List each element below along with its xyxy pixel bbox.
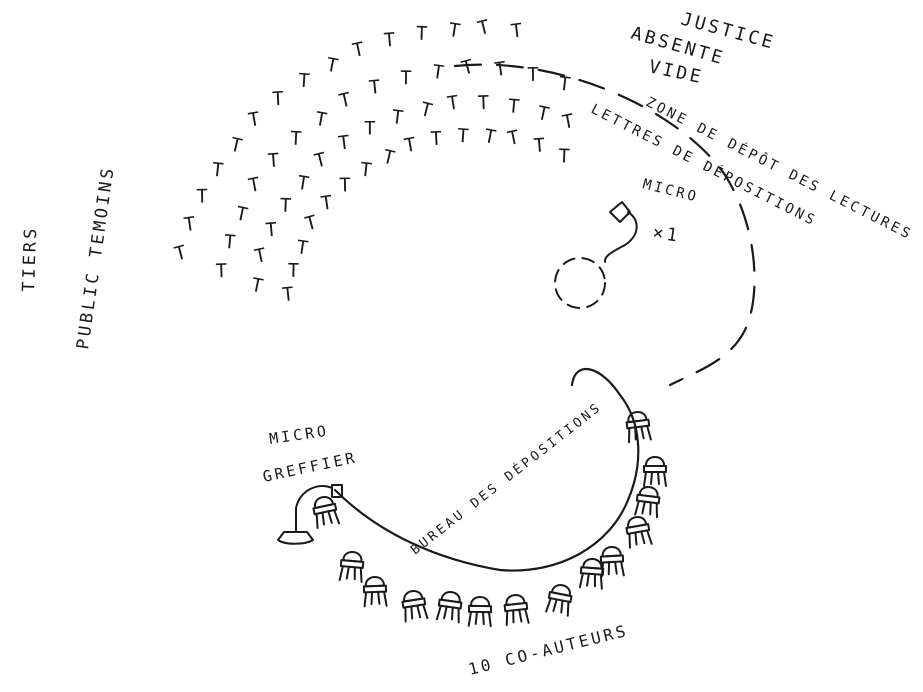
audience-seat-mark: T xyxy=(446,91,464,115)
audience-seat-mark: T xyxy=(359,159,376,182)
audience-seat-mark: T xyxy=(313,108,331,132)
chair-icon xyxy=(401,589,427,621)
audience-seat-mark: T xyxy=(215,260,230,282)
audience-seat-mark: T xyxy=(223,231,239,254)
audience-seat-mark: T xyxy=(430,128,446,151)
audience-seat-mark: T xyxy=(288,260,303,282)
audience-seat-mark: T xyxy=(272,88,288,111)
audience-seat-mark: T xyxy=(172,241,192,266)
audience-seat-mark: T xyxy=(364,118,378,140)
label-public-temoins: PUBLIC TEMOINS xyxy=(73,164,119,350)
chair-icon xyxy=(644,457,666,486)
chair-icon xyxy=(635,486,660,517)
audience-seat-mark: T xyxy=(558,73,575,96)
audience-seat-mark: T xyxy=(183,212,200,236)
audience-seat-mark: T xyxy=(247,107,265,131)
audience-seat-mark: T xyxy=(351,37,370,62)
audience-seat-mark: T xyxy=(416,23,431,45)
audience-seat-mark: T xyxy=(303,211,323,236)
audience-seat-mark: T xyxy=(281,283,298,306)
label-co-auteurs: 10 CO-AUTEURS xyxy=(466,621,630,679)
micro-dashed-circle xyxy=(555,258,605,308)
chair-icon xyxy=(340,551,364,582)
audience-seat-mark: T xyxy=(368,76,385,99)
audience-seat-mark: T xyxy=(320,191,337,215)
audience-seat-mark: T xyxy=(476,15,495,40)
audience-seat-mark: T xyxy=(507,95,523,118)
audience-seat-mark: T xyxy=(295,236,312,260)
audience-seat-mark: T xyxy=(561,109,579,133)
audience-seat-mark: T xyxy=(267,149,283,172)
audience-seat-mark: T xyxy=(558,145,573,167)
label-greffier: GREFFIER xyxy=(261,448,359,486)
label-micro-count: ×1 xyxy=(651,222,681,247)
audience-seat-mark: T xyxy=(533,134,549,157)
chair-icon xyxy=(312,495,340,528)
label-bureau-depositions: BUREAU DES DÉPOSITIONS xyxy=(408,399,606,558)
audience-seat-mark: T xyxy=(279,195,294,217)
audience-seat-mark: T xyxy=(527,64,542,86)
audience-seat-mark: T xyxy=(457,125,473,148)
audience-seat-mark: T xyxy=(431,61,448,85)
audience-seat-mark: T xyxy=(234,203,253,228)
audience-seat-mark: T xyxy=(381,146,400,171)
audience-seat-mark: T xyxy=(418,98,437,123)
chair-icon xyxy=(469,597,492,626)
audience-seat-mark: T xyxy=(482,125,500,149)
audience-seat-mark: T xyxy=(290,128,306,151)
audience-seat-mark: T xyxy=(337,88,356,113)
audience-seat-mark: T xyxy=(265,218,281,241)
audience-seat-mark: T xyxy=(535,102,554,127)
audience-seat-mark: T xyxy=(296,172,314,196)
audience-seat-mark: T xyxy=(390,106,407,130)
lamp-icon xyxy=(278,485,342,544)
chair-icon xyxy=(364,577,387,607)
audience-seat-mark: T xyxy=(400,67,415,89)
audience-seat-mark: T xyxy=(249,274,267,298)
chair-icon xyxy=(546,583,573,616)
audience-seat-mark: T xyxy=(506,126,525,151)
audience-seat-mark: T xyxy=(324,54,342,78)
audience-seat-mark: T xyxy=(510,19,527,43)
chair-icon xyxy=(504,594,529,625)
audience-seat-mark: T xyxy=(459,55,479,80)
label-tiers: TIERS xyxy=(19,225,41,292)
audience-seat-mark: T xyxy=(493,57,510,81)
audience-seat-mark: T xyxy=(253,243,272,268)
audience-seat-mark: T xyxy=(383,29,399,52)
chair-icon xyxy=(625,515,652,547)
label-micro-greffier: MICRO xyxy=(268,422,330,448)
audience-seat-mark: T xyxy=(403,133,421,157)
audience-seat-mark: T xyxy=(196,186,211,208)
audience-seat-mark: T xyxy=(477,92,492,114)
audience-seat-mark: T xyxy=(298,70,314,93)
chair-icon xyxy=(437,591,463,623)
label-zone-depot: ZONE DE DÉPÔT DES LECTURES xyxy=(643,93,916,244)
audience-seat-mark: T xyxy=(211,159,228,182)
microphone-icon xyxy=(605,202,637,262)
deposition-desk-curve xyxy=(335,369,638,571)
audience-seat-mark: T xyxy=(447,19,465,43)
label-micro: MICRO xyxy=(641,176,700,205)
audience-seat-mark: T xyxy=(339,174,354,196)
co-author-chairs xyxy=(312,411,666,626)
audience-seat-mark: T xyxy=(312,148,331,173)
audience-seat-mark: T xyxy=(247,173,265,197)
audience-seat-mark: T xyxy=(228,134,247,159)
audience-seat-mark: T xyxy=(337,131,354,155)
